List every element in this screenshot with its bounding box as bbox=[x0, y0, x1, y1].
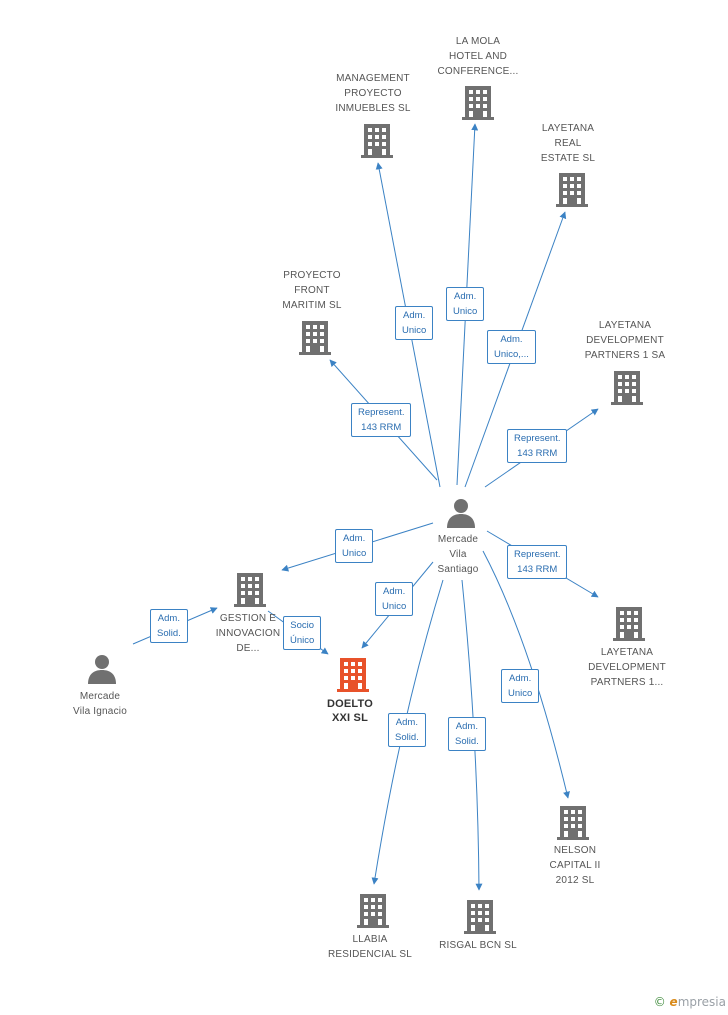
building-icon[interactable] bbox=[556, 173, 588, 207]
brand-initial: e bbox=[669, 995, 678, 1009]
node-label-proyecto-front[interactable]: PROYECTO FRONT MARITIM SL bbox=[282, 270, 342, 311]
person-icon[interactable] bbox=[88, 655, 116, 684]
node-label-doelto[interactable]: DOELTO XXI SL bbox=[326, 698, 374, 724]
node-label-layetana-dev-1[interactable]: LAYETANA DEVELOPMENT PARTNERS 1... bbox=[588, 647, 666, 688]
node-label-gestion[interactable]: GESTION E INNOVACION DE... bbox=[215, 613, 281, 654]
edge-label-layetana-real[interactable]: Adm. Unico,... bbox=[487, 330, 536, 364]
building-icon[interactable] bbox=[299, 321, 331, 355]
building-icon[interactable] bbox=[337, 658, 369, 692]
edge-label-risgal[interactable]: Adm. Solid. bbox=[448, 717, 486, 751]
node-label-la-mola[interactable]: LA MOLA HOTEL AND CONFERENCE... bbox=[437, 36, 519, 77]
copyright-icon: © bbox=[653, 995, 666, 1009]
edge-label-management[interactable]: Adm. Unico bbox=[395, 306, 434, 340]
building-icon[interactable] bbox=[613, 607, 645, 641]
edge-line-nelson bbox=[482, 550, 570, 799]
node-label-mercade-vila-santiago[interactable]: Mercade Vila Santiago bbox=[437, 534, 479, 575]
edge-label-doelto[interactable]: Adm. Unico bbox=[375, 582, 414, 616]
node-label-management[interactable]: MANAGEMENT PROYECTO INMUEBLES SL bbox=[335, 73, 411, 114]
person-icon[interactable] bbox=[447, 499, 475, 528]
brand-name: mpresia bbox=[677, 995, 726, 1009]
building-icon[interactable] bbox=[234, 573, 266, 607]
node-label-layetana-dev-sa[interactable]: LAYETANA DEVELOPMENT PARTNERS 1 SA bbox=[584, 320, 666, 361]
node-label-risgal[interactable]: RISGAL BCN SL bbox=[439, 940, 517, 951]
building-icon[interactable] bbox=[611, 371, 643, 405]
building-icon[interactable] bbox=[462, 86, 494, 120]
node-label-mercade-vila-ignacio[interactable]: Mercade Vila Ignacio bbox=[73, 691, 127, 717]
edge-label-la-mola[interactable]: Adm. Unico bbox=[446, 287, 485, 321]
edge-label-llabia[interactable]: Adm. Solid. bbox=[388, 713, 426, 747]
edge-label-gestion[interactable]: Adm. Unico bbox=[335, 529, 374, 563]
edge-label-layetana-dev-1[interactable]: Represent. 143 RRM bbox=[507, 545, 568, 579]
edge-label-ignacio-gestion[interactable]: Adm. Solid. bbox=[150, 609, 188, 643]
node-label-llabia[interactable]: LLABIA RESIDENCIAL SL bbox=[327, 934, 413, 960]
node-label-layetana-real[interactable]: LAYETANA REAL ESTATE SL bbox=[540, 123, 596, 164]
edge-label-nelson[interactable]: Adm. Unico bbox=[501, 669, 540, 703]
edge-label-proyecto-front[interactable]: Represent. 143 RRM bbox=[351, 403, 412, 437]
node-label-nelson[interactable]: NELSON CAPITAL II 2012 SL bbox=[549, 845, 601, 886]
edge-label-layetana-dev-sa[interactable]: Represent. 143 RRM bbox=[507, 429, 568, 463]
building-icon[interactable] bbox=[361, 124, 393, 158]
building-icon[interactable] bbox=[357, 894, 389, 928]
edge-label-gestion-doelto[interactable]: Socio Único bbox=[283, 616, 322, 650]
brand-logo: © empresia bbox=[654, 995, 726, 1009]
building-icon[interactable] bbox=[464, 900, 496, 934]
building-icon[interactable] bbox=[557, 806, 589, 840]
